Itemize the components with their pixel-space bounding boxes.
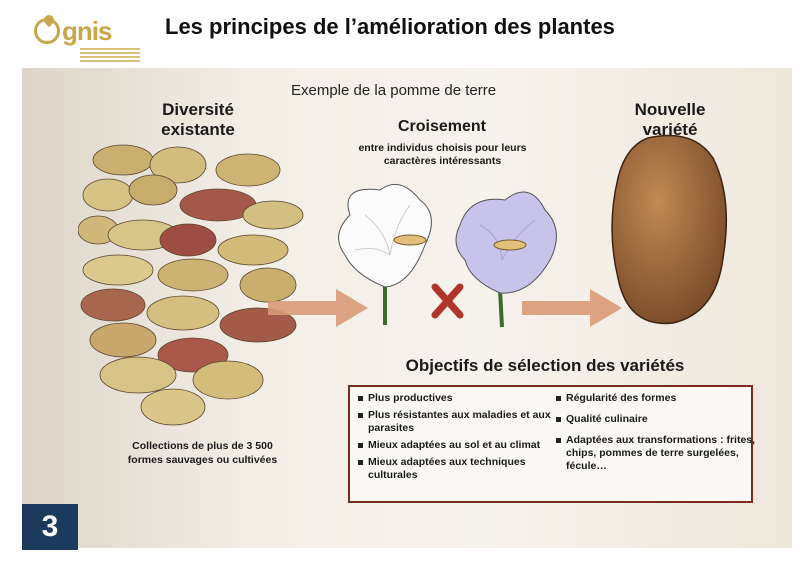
objectives-box	[348, 385, 753, 503]
objectives-title: Objectifs de sélection des variétés	[405, 356, 685, 375]
crossing-title: Croisement	[397, 118, 487, 135]
list-item: Adaptées aux transformations : frites, c…	[556, 434, 756, 473]
gnis-logo: gnis	[28, 10, 140, 62]
collections-text: Collections de plus de 3 500 formes sauv…	[127, 440, 278, 466]
diversity-title: Diversité existante	[161, 100, 235, 139]
list-item: Plus productives	[358, 392, 558, 405]
violet-flower-icon	[455, 191, 557, 328]
objectives-right-list: Régularité des formes Qualité culinaire …	[556, 392, 756, 477]
slide-number-badge: 3	[22, 504, 78, 550]
list-item: Qualité culinaire	[556, 413, 756, 426]
new-variety-title: Nouvelle variété	[634, 100, 706, 139]
objectives-left-list: Plus productives Plus résistantes aux ma…	[358, 392, 558, 486]
potato-pile-illustration	[78, 144, 304, 426]
diagram-subtitle: Exemple de la pomme de terre	[291, 82, 497, 99]
list-item: Mieux adaptées au sol et au climat	[358, 439, 558, 452]
potato-icon	[611, 134, 728, 325]
arrow-icon	[522, 289, 622, 327]
crossing-flowers-illustration	[338, 183, 557, 328]
list-item: Régularité des formes	[556, 392, 756, 405]
crossing-description: entre individus choisis pour leurs carac…	[358, 142, 527, 167]
white-flower-icon	[338, 183, 432, 325]
list-item: Plus résistantes aux maladies et aux par…	[358, 409, 558, 435]
list-item: Mieux adaptées aux techniques culturales	[358, 456, 558, 482]
page-title: Les principes de l’amélioration des plan…	[165, 14, 615, 39]
cross-icon	[431, 283, 464, 319]
logo-tagline	[80, 48, 140, 64]
logo-mark-icon	[34, 18, 60, 44]
arrow-icon	[268, 289, 368, 327]
logo-text: gnis	[62, 16, 112, 46]
